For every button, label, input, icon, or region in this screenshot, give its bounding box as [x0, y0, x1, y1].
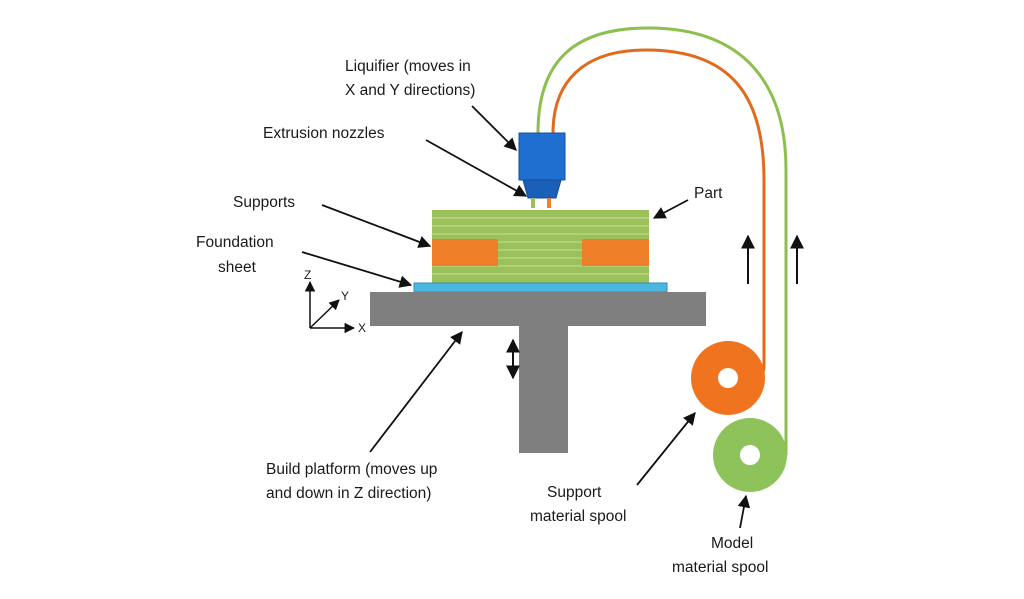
nozzles-label: Extrusion nozzles	[263, 125, 385, 142]
liquifier-head	[518, 132, 566, 181]
axes-indicator: Z Y X	[304, 268, 366, 335]
y-axis-line	[309, 299, 340, 329]
build-platform-top	[370, 292, 706, 326]
nozzles-leader	[425, 139, 528, 197]
liquifier-label-line1: Liquifier (moves in	[345, 58, 471, 75]
model-material-spool	[713, 418, 787, 492]
support-material-spool	[691, 341, 765, 415]
model-spool-leader	[737, 494, 751, 529]
platform-label-line2: and down in Z direction)	[266, 485, 431, 502]
foundation-label-line1: Foundation	[196, 234, 274, 251]
model-spool-label-line1: Model	[711, 535, 753, 552]
support-block-left	[432, 239, 498, 266]
y-axis-label: Y	[341, 289, 349, 303]
foundation-label-line2: sheet	[218, 259, 257, 276]
liquifier-label-line2: X and Y directions)	[345, 82, 475, 99]
x-axis-label: X	[358, 321, 366, 335]
supports-leader	[321, 204, 432, 248]
support-spool-label-line2: material spool	[530, 508, 627, 525]
leader-arrows	[301, 105, 751, 529]
platform-label-line1: Build platform (moves up	[266, 461, 437, 478]
foundation-sheet	[413, 282, 668, 293]
extrusion-nozzle-right	[547, 198, 551, 208]
support-spool-leader	[636, 412, 696, 486]
liquifier-leader	[471, 105, 517, 151]
supports-label: Supports	[233, 194, 295, 211]
part-leader	[652, 199, 689, 219]
support-block-right	[582, 239, 649, 266]
liquifier-tip	[522, 179, 562, 199]
foundation-leader	[301, 251, 413, 288]
z-axis-label: Z	[304, 268, 311, 282]
part-label: Part	[694, 185, 723, 202]
platform-leader	[369, 331, 463, 453]
build-platform-column	[519, 326, 568, 453]
extrusion-nozzle-left	[531, 198, 535, 208]
model-spool-label-line2: material spool	[672, 559, 769, 576]
support-spool-label-line1: Support	[547, 484, 602, 501]
model-filament-line	[536, 26, 788, 455]
